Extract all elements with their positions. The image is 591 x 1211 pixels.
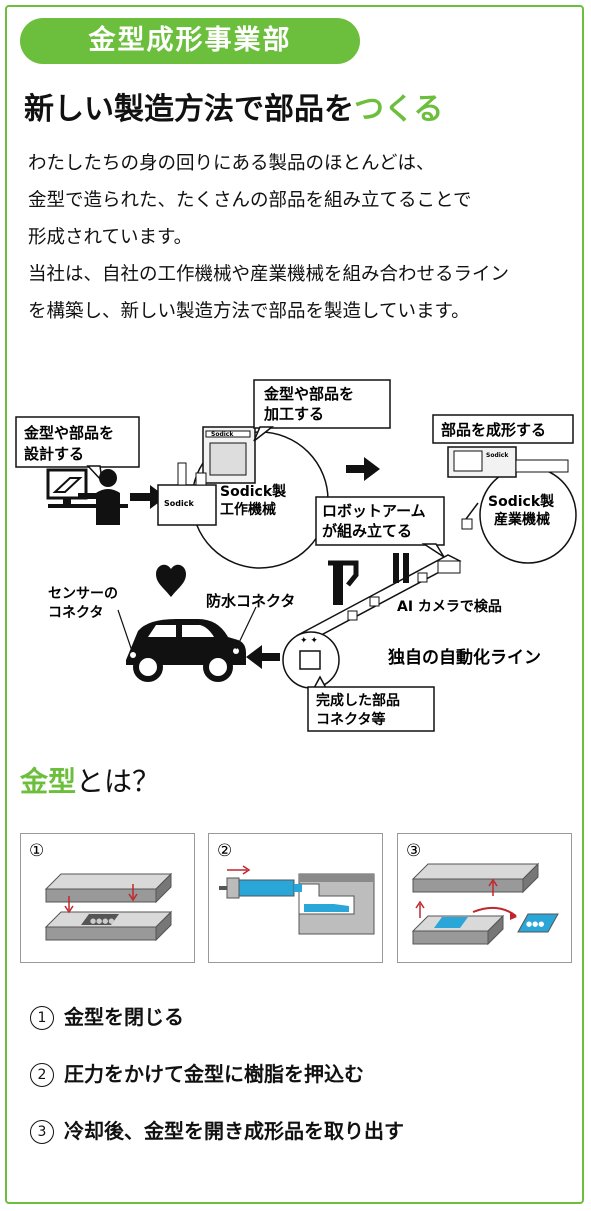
resin-injection-illustration: ②	[217, 841, 375, 935]
step-card-1: ① ●●●●	[20, 833, 195, 963]
pointer-line	[235, 606, 257, 650]
manufacturing-diagram: 金型や部品を 設計する Sodick Sodick Sodick製 工作機械 金…	[8, 375, 583, 735]
department-badge: 金型成形事業部	[20, 18, 360, 64]
step-card-number: ②	[217, 841, 232, 861]
list-item: 3 冷却後、金型を開き成形品を取り出す	[30, 1117, 404, 1146]
design-label-line: 金型や部品を	[23, 424, 114, 442]
part-icon	[347, 610, 358, 621]
automation-line-label: 独自の自動化ライン	[388, 647, 541, 668]
headline-accent: つくる	[354, 92, 444, 127]
design-callout: 金型や部品を 設計する	[15, 416, 140, 484]
finished-callout: 完成した部品 コネクタ等	[307, 675, 435, 732]
step-card-number: ①	[29, 841, 44, 861]
svg-text:●●●●: ●●●●	[90, 917, 114, 925]
automation-line-icon	[296, 553, 462, 642]
list-item: 1 金型を閉じる	[30, 1003, 404, 1032]
svg-text:●●●: ●●●	[526, 920, 544, 928]
molding-label: 部品を成形する	[441, 421, 546, 439]
section-title: 金型とは？	[20, 760, 160, 800]
step-card-3: ③ ●●●	[397, 833, 572, 963]
finished-part-icon: ✦ ✦	[282, 631, 340, 689]
molding-callout: 部品を成形する	[432, 414, 574, 444]
intro-line: 金型で造られた、たくさんの部品を組み立てることで	[28, 190, 472, 211]
machining-label-line: 金型や部品を	[263, 385, 354, 403]
sensor-label-line: コネクタ	[48, 605, 103, 621]
page-headline: 新しい製造方法で部品をつくる	[24, 84, 443, 128]
machine-tool-label-line: 工作機械	[220, 501, 276, 518]
svg-text:✦ ✦: ✦ ✦	[300, 636, 318, 646]
section-title-accent: 金型	[20, 765, 77, 798]
content-frame	[5, 5, 584, 1204]
intro-line: を構築し、新しい製造方法で部品を製造しています。	[28, 301, 470, 322]
list-item: 2 圧力をかけて金型に樹脂を押込む	[30, 1060, 404, 1089]
step-card-2: ②	[208, 833, 383, 963]
design-label-line: 設計する	[24, 445, 84, 463]
industrial-machine-label-line: 産業機械	[494, 511, 550, 528]
robot-callout: ロボットアーム が組み立てる	[315, 496, 445, 558]
mold-close-illustration: ① ●●●●	[29, 841, 173, 942]
step-text: 冷却後、金型を開き成形品を取り出す	[64, 1119, 404, 1143]
mold-open-illustration: ③ ●●●	[406, 841, 559, 946]
brand-label: Sodick	[164, 499, 194, 508]
step-text: 金型を閉じる	[64, 1005, 184, 1029]
intro-line: わたしたちの身の回りにある製品のほとんどは、	[28, 153, 435, 174]
step-number: 3	[30, 1120, 54, 1144]
step-number: 1	[30, 1006, 54, 1030]
finished-label-line: 完成した部品	[316, 692, 400, 709]
robot-label-line: が組み立てる	[322, 522, 412, 540]
part-icon	[461, 518, 473, 530]
part-icon	[417, 572, 428, 583]
intro-line: 当社は、自社の工作機械や産業機械を組み合わせるライン	[28, 264, 510, 285]
finished-label-line: コネクタ等	[316, 711, 385, 728]
robot-label-line: ロボットアーム	[322, 502, 426, 520]
pointer-line	[117, 609, 133, 652]
designer-icon	[46, 468, 128, 525]
brand-label: Sodick	[211, 431, 234, 438]
machine-tool-label-line: Sodick製	[220, 483, 286, 500]
industrial-machine-icon: Sodick Sodick製 産業機械	[447, 446, 577, 564]
flow-arrow-right	[130, 485, 166, 509]
ai-camera-label: AI カメラで検品	[397, 598, 502, 615]
section-title-rest: とは？	[76, 765, 161, 798]
step-text: 圧力をかけて金型に樹脂を押込む	[64, 1062, 364, 1086]
flow-arrow-left	[246, 645, 280, 669]
heart-icon	[156, 564, 186, 597]
machining-callout: 金型や部品を 加工する	[253, 379, 391, 442]
headline-main: 新しい製造方法で部品を	[24, 92, 354, 127]
intro-line: 形成されています。	[28, 227, 193, 248]
step-card-number: ③	[406, 841, 421, 861]
flow-arrow-right	[346, 457, 380, 481]
step-list: 1 金型を閉じる 2 圧力をかけて金型に樹脂を押込む 3 冷却後、金型を開き成形品を取…	[30, 1003, 404, 1174]
car-icon	[126, 619, 246, 682]
machining-label-line: 加工する	[263, 405, 324, 423]
sensor-label-line: センサーの	[48, 586, 118, 602]
manufacturing-diagram-svg: 金型や部品を 設計する Sodick Sodick Sodick製 工作機械 金…	[15, 379, 577, 732]
waterproof-label: 防水コネクタ	[206, 592, 295, 610]
step-number: 2	[30, 1063, 54, 1087]
brand-label: Sodick	[486, 452, 509, 459]
machine-tool-icon: Sodick Sodick Sodick製 工作機械	[157, 426, 329, 569]
intro-text: わたしたちの身の回りにある製品のほとんどは、 金型で造られた、たくさんの部品を組…	[28, 145, 573, 330]
part-icon	[369, 596, 380, 607]
industrial-machine-label-line: Sodick製	[488, 493, 554, 510]
